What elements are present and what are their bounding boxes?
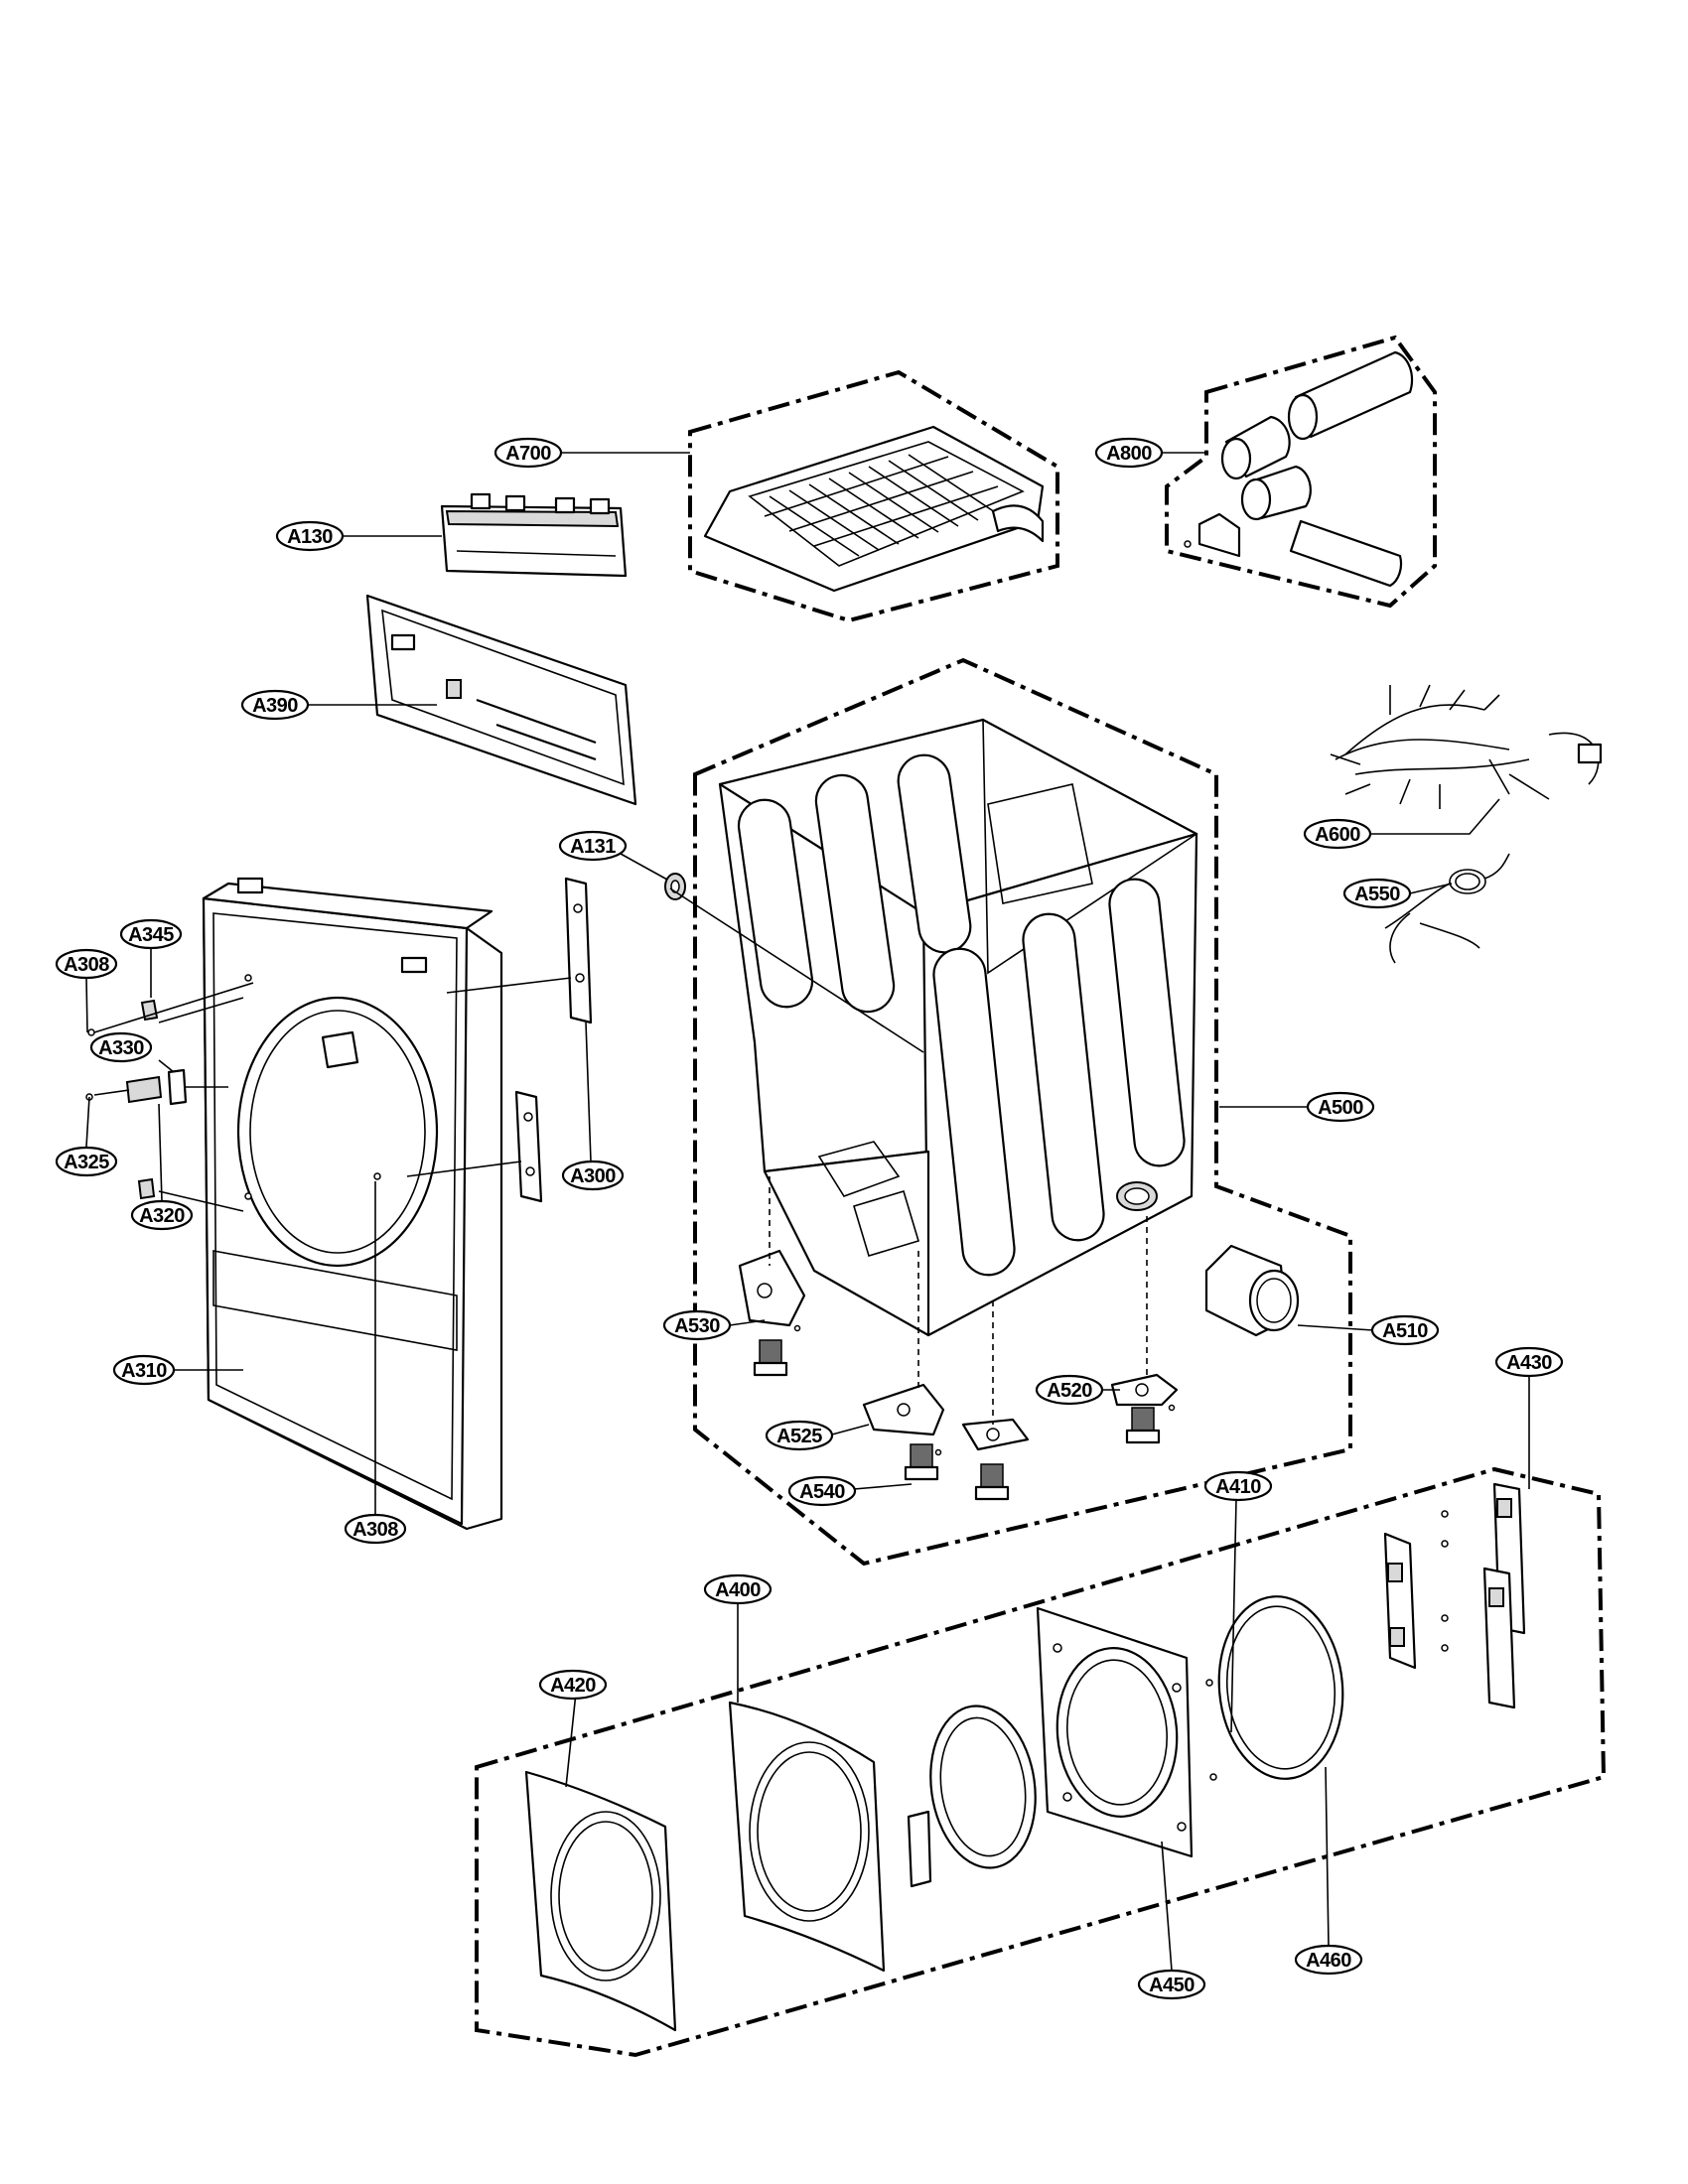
svg-text:A345: A345 — [128, 924, 174, 946]
leg-right — [1125, 1407, 1161, 1444]
callout-a308-bottom: A308 — [344, 1513, 407, 1545]
callout-a300: A300 — [561, 1160, 625, 1191]
door-latch — [907, 1810, 932, 1888]
callout-a320: A320 — [130, 1199, 194, 1231]
a320-nut-part — [137, 1177, 156, 1200]
svg-text:A330: A330 — [98, 1037, 144, 1059]
svg-text:A410: A410 — [1215, 1476, 1261, 1498]
svg-text:A550: A550 — [1354, 884, 1400, 905]
svg-text:A530: A530 — [674, 1315, 720, 1337]
svg-text:A310: A310 — [121, 1360, 167, 1382]
callouts: A700 A800 A130 A390 A600 A131 A550 A345 — [55, 437, 1564, 2000]
leg-dashed-guides — [769, 1176, 1148, 1425]
callout-a130: A130 — [275, 520, 345, 552]
callout-a525: A525 — [765, 1420, 834, 1451]
callout-a420: A420 — [538, 1669, 608, 1701]
callout-a520: A520 — [1035, 1374, 1104, 1406]
a525-leg-bracket-part — [862, 1383, 945, 1456]
callout-a410: A410 — [1203, 1470, 1273, 1502]
a330-switch-part — [125, 1068, 188, 1106]
svg-text:A308: A308 — [352, 1519, 398, 1541]
callout-a450: A450 — [1137, 1969, 1206, 2000]
a400-door-frame-part — [728, 1701, 886, 1973]
svg-text:A320: A320 — [139, 1205, 185, 1227]
svg-text:A325: A325 — [64, 1152, 109, 1173]
svg-text:A130: A130 — [287, 526, 333, 548]
callout-a500: A500 — [1306, 1091, 1375, 1123]
callout-a510: A510 — [1370, 1314, 1440, 1346]
svg-text:A460: A460 — [1306, 1950, 1351, 1972]
leg-mount-middle — [961, 1418, 1030, 1451]
group-border-a400 — [475, 1466, 1607, 2058]
door-gasket-ring — [929, 1705, 1037, 1869]
svg-text:A400: A400 — [715, 1579, 761, 1601]
leader-lines — [85, 452, 1530, 1972]
svg-text:A525: A525 — [776, 1426, 822, 1447]
callout-a390: A390 — [240, 689, 310, 721]
a800-vent-kit-part — [1184, 350, 1414, 588]
svg-text:A510: A510 — [1382, 1320, 1428, 1342]
callout-a430: A430 — [1494, 1346, 1564, 1378]
callout-a308-top: A308 — [55, 948, 118, 980]
svg-text:A540: A540 — [799, 1481, 845, 1503]
a430-hinge-part — [1482, 1482, 1526, 1709]
rack-grid — [764, 454, 999, 557]
svg-text:A450: A450 — [1149, 1975, 1195, 1996]
svg-text:A700: A700 — [505, 443, 551, 465]
callout-a550: A550 — [1342, 878, 1412, 909]
screws-and-guides — [85, 887, 924, 1212]
a310-front-panel-part — [202, 877, 503, 1531]
a420-outer-door-part — [524, 1770, 677, 2032]
a300-hinge-bracket-part — [564, 877, 593, 1024]
svg-text:A600: A600 — [1315, 824, 1360, 846]
a131-grommet-part — [664, 873, 686, 900]
a510-exhaust-duct-part — [1204, 1244, 1300, 1337]
callout-a700: A700 — [493, 437, 563, 469]
callout-a600: A600 — [1303, 818, 1372, 850]
svg-text:A300: A300 — [570, 1165, 616, 1187]
callout-a310: A310 — [112, 1354, 176, 1386]
callout-a345: A345 — [119, 918, 183, 950]
callout-a325: A325 — [55, 1146, 118, 1177]
callout-a460: A460 — [1294, 1944, 1363, 1976]
callout-a540: A540 — [787, 1475, 857, 1507]
svg-text:A800: A800 — [1106, 443, 1152, 465]
svg-text:A308: A308 — [64, 954, 109, 976]
callout-a131: A131 — [558, 830, 628, 862]
door-hinge-screws — [1441, 1510, 1449, 1652]
a130-control-board-part — [440, 492, 628, 578]
a540-leg-part — [904, 1443, 939, 1481]
group-border-a700 — [688, 369, 1059, 623]
svg-text:A430: A430 — [1506, 1352, 1552, 1374]
group-border-a800 — [1165, 335, 1437, 609]
a550-power-cord-part — [1384, 853, 1510, 964]
a700-rack-part — [703, 425, 1045, 593]
callout-a800: A800 — [1094, 437, 1164, 469]
callout-a330: A330 — [89, 1031, 153, 1063]
a450-door-inner-panel-part — [1036, 1606, 1194, 1858]
leg-front-left — [753, 1339, 788, 1377]
door-hinge-left — [1383, 1532, 1417, 1670]
group-border-a500 — [693, 657, 1352, 1567]
svg-text:A390: A390 — [252, 695, 298, 717]
svg-text:A500: A500 — [1318, 1097, 1363, 1119]
svg-text:A420: A420 — [550, 1675, 596, 1697]
a530-leg-bracket-part — [738, 1249, 806, 1332]
a500-cabinet-part — [718, 718, 1198, 1337]
a390-bracket-part — [365, 594, 637, 806]
a600-wire-harness-part — [1330, 684, 1603, 809]
callout-a530: A530 — [662, 1309, 732, 1341]
a460-door-glass-ring-part — [1217, 1595, 1344, 1780]
svg-text:A520: A520 — [1047, 1380, 1092, 1402]
lower-hinge-bracket — [514, 1090, 543, 1203]
a410-screw-part — [1205, 1679, 1217, 1781]
svg-text:A131: A131 — [570, 836, 616, 858]
a520-leg-bracket-part — [1110, 1373, 1179, 1412]
callout-a400: A400 — [703, 1573, 773, 1605]
leg-rear — [974, 1463, 1010, 1501]
